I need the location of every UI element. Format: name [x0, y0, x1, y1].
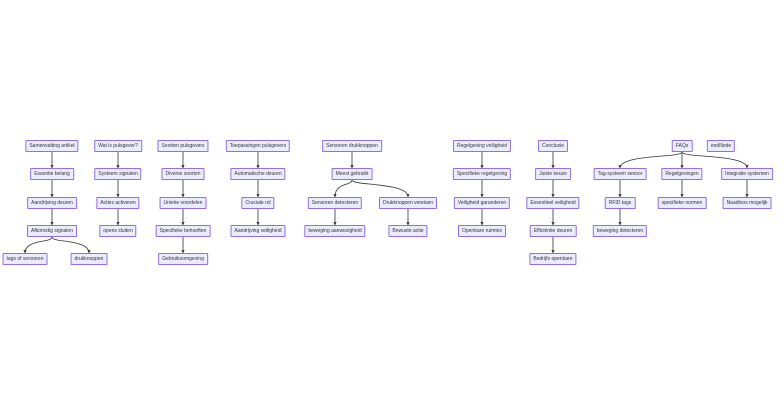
node-tags-of-sensoren: tags of sensoren: [2, 253, 48, 265]
node-afkomstig-signalen: Afkomstig signalen: [27, 225, 77, 237]
node-specifieke-normen: specifieke normen: [657, 197, 707, 209]
node-drukknoppen: drukknoppen: [70, 253, 108, 265]
node-rfid-tags: RFID tags: [604, 197, 636, 209]
node-bedrijfs-openbare: Bedrijfs openbare: [529, 253, 577, 265]
node-faqs: FAQs: [671, 140, 693, 152]
node-unieke-voordelen: Unieke voordelen: [159, 197, 207, 209]
node-regelgevingen: Regelgevingen: [661, 168, 703, 180]
node-conclusie: Conclusie: [538, 140, 568, 152]
node-systeem-signalen: Systeem signalen: [94, 168, 142, 180]
node-tag-systeem-sensor: Tag-systeem sensor: [593, 168, 647, 180]
node-drukknoppen-vereisen: Drukknoppen vereisen: [378, 197, 438, 209]
edge-n35-n36: [618, 151, 683, 169]
node-essentieel-veiligheid: Essentieel veiligheid: [526, 197, 580, 209]
node-specifieke-behoeften: Specifieke behoeften: [155, 225, 211, 237]
node-veiligheid-garanderen: Veiligheid garanderen: [453, 197, 511, 209]
edge-n21-n22: [333, 179, 353, 198]
node-efficientie-deuren: Efficiëntie deuren: [529, 225, 577, 237]
node-aandrijving-veiligheid: Aandrijving veiligheid: [230, 225, 286, 237]
node-specifieke-regelgeving: Specifieke regelgeving: [452, 168, 512, 180]
node-bewuste-actie: Bewuste actie: [388, 225, 428, 237]
edge-n4-n5: [23, 236, 53, 254]
node-openbare-ruimtes: Openbare ruimtes: [457, 225, 507, 237]
edge-n21-n24: [351, 179, 410, 198]
node-beweging-aanwezigheid: beweging aanwezigheid: [304, 225, 366, 237]
edge-n35-n41: [681, 151, 749, 169]
node-wat-is-pulsgever: Wat is pulsgever?: [94, 140, 142, 152]
node-sensoren-detecteren: Sensoren detecteren: [307, 197, 363, 209]
edge-n4-n6: [51, 236, 91, 254]
node-endnode: endNode: [706, 140, 736, 152]
node-naadloos-mogelijk: Naadloos mogelijk: [722, 197, 772, 209]
node-samenvatting-artikel: Samenvatting artikel: [25, 140, 79, 152]
node-integratie-systemen: Integratie systemen: [721, 168, 773, 180]
node-regelgeving-veiligheid: Regelgeving veiligheid: [452, 140, 512, 152]
node-essentie-belang: Essentie belang: [30, 168, 74, 180]
node-cruciale-rol: Cruciale rol: [241, 197, 275, 209]
node-beweging-detecteren: beweging detecteren: [592, 225, 648, 237]
node-diverse-soorten: Diverse soorten: [161, 168, 205, 180]
node-aandrijving-deuren: Aandrijving deuren: [27, 197, 77, 209]
node-toepassingen-pulsgevers: Toepassingen pulsgevers: [225, 140, 291, 152]
node-opens-sluiten: opens sluiten: [99, 225, 137, 237]
node-acties-activeren: Acties activeren: [96, 197, 140, 209]
node-sensoren-drukknoppen: Sensoren drukknoppen: [322, 140, 382, 152]
node-juiste-keuze: Juiste keuze: [535, 168, 571, 180]
node-meest-gebruikt: Meest gebruikt: [331, 168, 373, 180]
node-soorten-pulsgevers: Soorten pulsgevers: [157, 140, 209, 152]
node-automatische-deuren: Automatische deuren: [230, 168, 286, 180]
node-gebruiksomgeving: Gebruiksomgeving: [158, 253, 208, 265]
